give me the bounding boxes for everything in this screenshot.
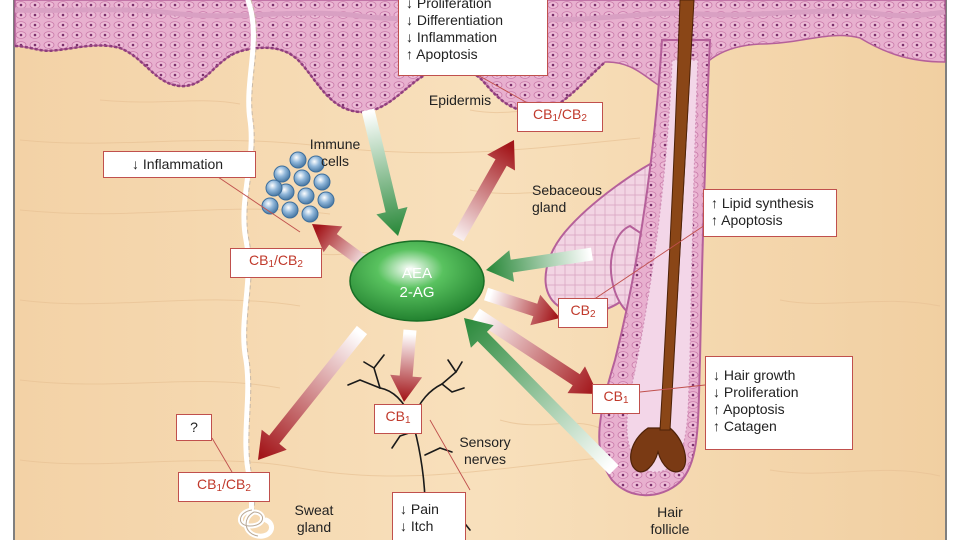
arrow-to-immune-cells bbox=[312, 224, 368, 268]
effect-item: ↑ Apoptosis bbox=[711, 212, 783, 228]
arrow-from-epidermis bbox=[361, 108, 408, 236]
immune-cells bbox=[261, 151, 335, 223]
receptor-hair: CB1 bbox=[592, 384, 640, 414]
sweat-gland-coil-outline bbox=[240, 509, 263, 537]
arrow-from-sebaceous bbox=[486, 247, 593, 282]
epidermis-effects-box: ↓ Proliferation ↓ Differentiation ↓ Infl… bbox=[398, 0, 548, 76]
arrow-to-nerve-receptor bbox=[390, 329, 423, 402]
connector-lines bbox=[211, 73, 706, 491]
core-label: AEA 2-AG bbox=[352, 264, 482, 302]
receptor-epidermis: CB1/CB2 bbox=[517, 102, 603, 132]
receptor-immune: CB1/CB2 bbox=[230, 248, 322, 278]
arrow-to-sweat-gland bbox=[258, 325, 368, 460]
label-sweat-gland: Sweat gland bbox=[294, 502, 334, 535]
effect-item: ↑ Apoptosis bbox=[406, 46, 478, 62]
receptor-sweat: CB1/CB2 bbox=[178, 472, 270, 502]
effect-item: ↓ Hair growth bbox=[713, 367, 796, 383]
receptor-sebaceous: CB2 bbox=[558, 298, 608, 328]
effect-item: ↑ Lipid synthesis bbox=[711, 195, 814, 211]
effect-item: ↓ Proliferation bbox=[406, 0, 492, 11]
immune-effects-box: ↓ Inflammation bbox=[103, 151, 256, 178]
effect-item: ↓ Proliferation bbox=[713, 384, 799, 400]
hair-effects-box: ↓ Hair growth ↓ Proliferation ↑ Apoptosi… bbox=[705, 356, 853, 450]
effect-item: ↑ Catagen bbox=[713, 418, 777, 434]
sweat-effects-box: ? bbox=[176, 414, 212, 441]
nerve-effects-box: ↓ Pain ↓ Itch bbox=[392, 492, 466, 540]
effect-item: ↓ Itch bbox=[400, 518, 434, 534]
label-sensory-nerves: Sensory nerves bbox=[459, 434, 511, 467]
label-sebaceous-gland: Sebaceous gland bbox=[532, 182, 603, 215]
arrow-to-hair-receptor bbox=[472, 308, 598, 394]
basal-layer bbox=[14, 44, 606, 114]
arrow-to-sebaceous-receptor bbox=[484, 287, 560, 326]
effect-item: ? bbox=[190, 419, 198, 435]
hair-bulb bbox=[630, 427, 687, 473]
arrow-to-epidermis-receptor bbox=[452, 140, 515, 242]
effect-item: ↓ Inflammation bbox=[406, 29, 498, 45]
core-label-2ag: 2-AG bbox=[399, 284, 435, 301]
arrow-from-hair-follicle bbox=[464, 318, 619, 475]
label-immune-cells: Immune cells bbox=[309, 136, 361, 169]
signaling-arrows bbox=[258, 108, 619, 475]
receptor-nerve: CB1 bbox=[374, 404, 422, 434]
sebaceous-effects-box: ↑ Lipid synthesis ↑ Apoptosis bbox=[703, 189, 837, 237]
sweat-duct-outline bbox=[246, 0, 257, 513]
hair-shaft bbox=[659, 0, 695, 431]
effect-item: ↓ Pain bbox=[400, 501, 439, 517]
label-hair-follicle: Hair follicle bbox=[650, 504, 690, 537]
effect-item: ↓ Inflammation bbox=[132, 156, 224, 172]
endocannabinoid-core bbox=[349, 240, 485, 322]
effect-item: ↓ Differentiation bbox=[406, 12, 504, 28]
label-epidermis: Epidermis bbox=[428, 92, 492, 108]
core-label-aea: AEA bbox=[401, 265, 432, 282]
effect-item: ↑ Apoptosis bbox=[713, 401, 785, 417]
